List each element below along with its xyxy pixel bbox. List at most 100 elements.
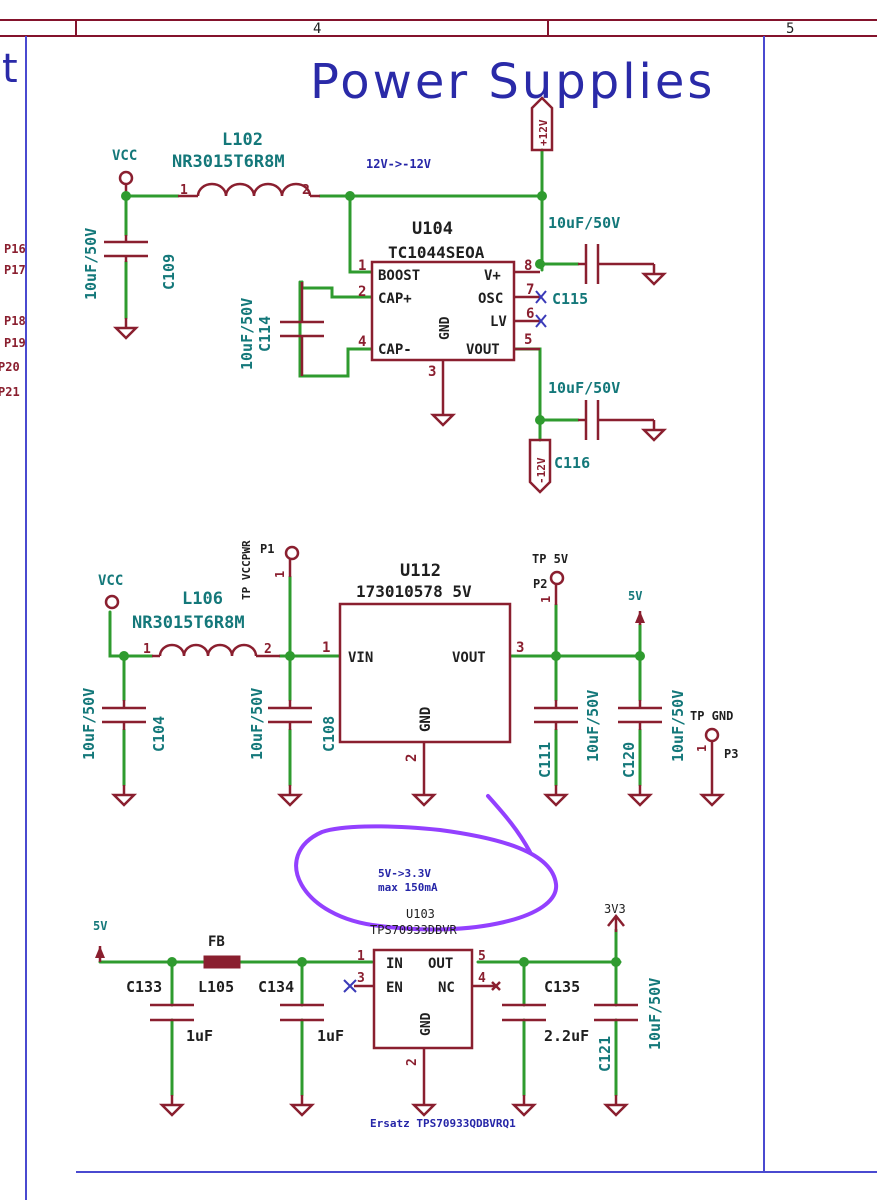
left-pin-labels: P16 P17 P18 P19 P20 P21 — [0, 242, 26, 399]
svg-text:6: 6 — [526, 306, 534, 322]
svg-text:10uF/50V: 10uF/50V — [669, 690, 687, 762]
svg-text:5: 5 — [524, 332, 532, 348]
l102-ref: L102 — [222, 130, 263, 150]
svg-text:C134: C134 — [258, 978, 294, 996]
c114-ref: C114 — [256, 316, 274, 352]
svg-text:U103: U103 — [406, 907, 435, 921]
pin-label-p18: P18 — [4, 314, 26, 328]
svg-text:VOUT: VOUT — [466, 342, 500, 358]
svg-text:5V: 5V — [93, 919, 107, 933]
hand-drawn-annotation — [294, 794, 559, 932]
svg-text:2.2uF: 2.2uF — [544, 1027, 589, 1045]
svg-text:4: 4 — [478, 971, 486, 986]
pin-label-p21: P21 — [0, 385, 20, 399]
svg-text:3V3: 3V3 — [604, 902, 626, 916]
note-max-current: max 150mA — [378, 881, 438, 894]
capacitor-c114: 10uF/50V C114 — [238, 282, 324, 376]
svg-text:C135: C135 — [544, 978, 580, 996]
svg-text:C108: C108 — [320, 716, 338, 752]
column-label-5: 5 — [786, 21, 794, 37]
capacitor-c111: C111 10uF/50V — [534, 690, 602, 807]
svg-text:VIN: VIN — [348, 650, 373, 666]
svg-text:TP VCCPWR: TP VCCPWR — [240, 540, 253, 600]
svg-text:P3: P3 — [724, 747, 738, 761]
svg-text:LV: LV — [490, 314, 507, 330]
capacitor-c108: 10uF/50V C108 — [248, 688, 338, 807]
pin-label-p19: P19 — [4, 336, 26, 350]
inductor-l106: 1 2 L106 NR3015T6R8M — [132, 589, 280, 658]
ic-u104: U104 TC1044SEOA BOOST CAP+ CAP- GND V+ O… — [358, 219, 547, 427]
section-12v-inverter: 12V->-12V VCC 1 2 — [82, 96, 666, 494]
svg-text:1: 1 — [180, 183, 188, 198]
vcc-terminal-2 — [104, 594, 120, 610]
capacitor-c121: C121 10uF/50V — [594, 978, 664, 1117]
pin-label-p17: P17 — [4, 263, 26, 277]
svg-text:C133: C133 — [126, 978, 162, 996]
svg-text:1: 1 — [358, 258, 366, 274]
ic-u103: U103 TPS70933DBVR IN EN OUT NC GND 1 3 5… — [343, 907, 501, 1117]
sheet-title: Power Supplies — [310, 54, 715, 110]
l102-value: NR3015T6R8M — [172, 152, 285, 172]
svg-text:TPS70933DBVR: TPS70933DBVR — [370, 923, 457, 937]
pin-label-p20: P20 — [0, 360, 20, 374]
c114-value: 10uF/50V — [238, 298, 256, 370]
svg-text:1uF: 1uF — [317, 1027, 344, 1045]
sheet-frame: 4 5 t — [0, 19, 877, 1200]
svg-text:5: 5 — [478, 949, 486, 964]
capacitor-c115: 10uF/50V C115 — [548, 214, 666, 308]
capacitor-c104: 10uF/50V C104 — [80, 688, 168, 807]
svg-text:FB: FB — [208, 934, 225, 950]
svg-text:U112: U112 — [400, 561, 441, 581]
l106-ref: L106 — [182, 589, 223, 609]
svg-text:1: 1 — [695, 745, 709, 752]
vcc-terminal-1 — [118, 170, 134, 186]
svg-text:GND: GND — [418, 707, 434, 732]
svg-text:1uF: 1uF — [186, 1027, 213, 1045]
power-flag-5v: 5V — [628, 589, 645, 625]
svg-text:3: 3 — [357, 971, 365, 986]
capacitor-c133: C133 1uF — [126, 978, 213, 1117]
l106-value: NR3015T6R8M — [132, 613, 245, 633]
u104-value: TC1044SEOA — [388, 243, 485, 262]
pin-label-p16: P16 — [4, 242, 26, 256]
svg-text:8: 8 — [524, 258, 532, 274]
svg-text:1: 1 — [143, 642, 151, 657]
svg-text:10uF/50V: 10uF/50V — [584, 690, 602, 762]
svg-text:1: 1 — [357, 949, 365, 964]
capacitor-c134: C134 1uF — [258, 978, 344, 1117]
power-flag-minus12v: -12V — [528, 438, 552, 494]
capacitor-c120: C120 10uF/50V — [618, 690, 687, 807]
svg-text:2: 2 — [405, 1058, 420, 1066]
svg-text:EN: EN — [386, 980, 403, 996]
svg-text:2: 2 — [404, 754, 420, 762]
svg-text:C120: C120 — [620, 742, 638, 778]
section-3v3-ldo: 5V->3.3V max 150mA 5V FB L105 — [93, 794, 664, 1130]
replacement-note: Ersatz TPS70933QDBVRQ1 — [370, 1117, 516, 1130]
svg-text:C121: C121 — [596, 1036, 614, 1072]
svg-text:GND: GND — [419, 1012, 434, 1036]
vcc-label-2: VCC — [98, 573, 123, 589]
c116-value: 10uF/50V — [548, 379, 620, 397]
svg-text:2: 2 — [264, 642, 272, 657]
column-label-4: 4 — [313, 21, 321, 37]
svg-text:C104: C104 — [150, 716, 168, 752]
svg-text:CAP+: CAP+ — [378, 291, 412, 307]
svg-text:C111: C111 — [536, 742, 554, 778]
svg-text:P1: P1 — [260, 542, 274, 556]
left-edge-text: t — [2, 46, 21, 92]
svg-text:10uF/50V: 10uF/50V — [80, 688, 98, 760]
svg-text:L105: L105 — [198, 978, 234, 996]
svg-text:173010578 5V: 173010578 5V — [356, 582, 472, 601]
capacitor-c135: C135 2.2uF — [502, 978, 589, 1117]
svg-text:2: 2 — [302, 183, 310, 198]
c115-value: 10uF/50V — [548, 214, 620, 232]
note-5v-to-3v3: 5V->3.3V — [378, 867, 431, 880]
svg-text:OSC: OSC — [478, 291, 503, 307]
power-flag-plus12v: +12V — [530, 96, 554, 152]
svg-text:NC: NC — [438, 980, 455, 996]
svg-text:3: 3 — [516, 640, 524, 656]
inductor-l102: 1 2 L102 NR3015T6R8M — [172, 130, 320, 198]
svg-text:OUT: OUT — [428, 956, 453, 972]
